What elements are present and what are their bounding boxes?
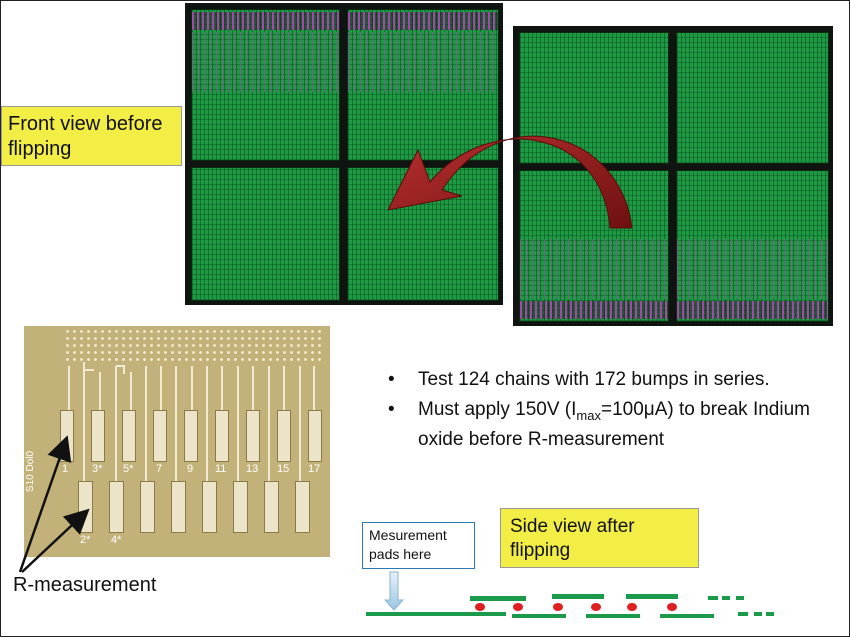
photo-pad-odd-15 [277, 410, 291, 462]
photo-pad-odd-5 [122, 410, 136, 462]
bullet-item: Must apply 150V (Imax=100μA) to break In… [383, 398, 823, 452]
photo-traces [68, 362, 315, 481]
bullet-item: Test 124 chains with 172 bumps in series… [383, 368, 823, 392]
photo-number: 3* [92, 463, 103, 475]
microscope-photo: 1 3* 5* 7 9 11 13 15 17 2* 4* S10 Dol0 [24, 326, 330, 557]
photo-number: 11 [215, 463, 227, 475]
flipped-chip-quad-tr [676, 32, 829, 164]
r-measurement-label: R-measurement [13, 574, 157, 596]
photo-pad-odd-13 [246, 410, 260, 462]
photo-number: 7 [156, 463, 163, 475]
photo-number: 17 [308, 463, 321, 475]
r-measurement-arrows [18, 435, 90, 573]
photo-pad-even-3 [140, 481, 155, 533]
photo-number: 9 [187, 463, 194, 475]
front-chip-quad-bl [191, 167, 340, 301]
front-view-label: Front view before flipping [1, 106, 182, 166]
photo-pad-even-4 [171, 481, 186, 533]
photo-number: 1 [62, 463, 69, 475]
flipped-chip-quad-bl [519, 170, 669, 322]
photo-pad-even-5 [202, 481, 217, 533]
photo-pad-odd-9 [184, 410, 198, 462]
photo-number: 13 [246, 463, 259, 475]
photo-number: 15 [277, 463, 290, 475]
front-chip-quad-tr [347, 9, 499, 161]
bullet-list: Test 124 chains with 172 bumps in series… [383, 368, 823, 458]
flip-arrow-icon [387, 135, 633, 229]
photo-number: 5* [123, 463, 134, 475]
photo-number: 4* [111, 534, 122, 546]
photo-number: 2* [80, 534, 91, 546]
photo-pad-odd-7 [153, 410, 167, 462]
photo-pad-odd-3 [91, 410, 105, 462]
flipped-chip-quad-br [676, 170, 829, 322]
photo-pad-even-8 [295, 481, 310, 533]
side-view-label: Side view after flipping [500, 508, 699, 568]
flipped-chip [513, 26, 833, 326]
measurement-pads-label: Mesurement pads here [362, 522, 475, 569]
photo-pad-odd-11 [215, 410, 229, 462]
pad-pointer-arrow-icon [383, 571, 405, 611]
photo-pad-even-7 [264, 481, 279, 533]
front-chip-quad-tl [191, 9, 340, 161]
photo-pad-odd-17 [308, 410, 322, 462]
photo-dotted-grid [64, 328, 324, 362]
photo-pad-even-2 [109, 481, 124, 533]
photo-pad-even-6 [233, 481, 248, 533]
side-view-diagram [366, 571, 774, 618]
